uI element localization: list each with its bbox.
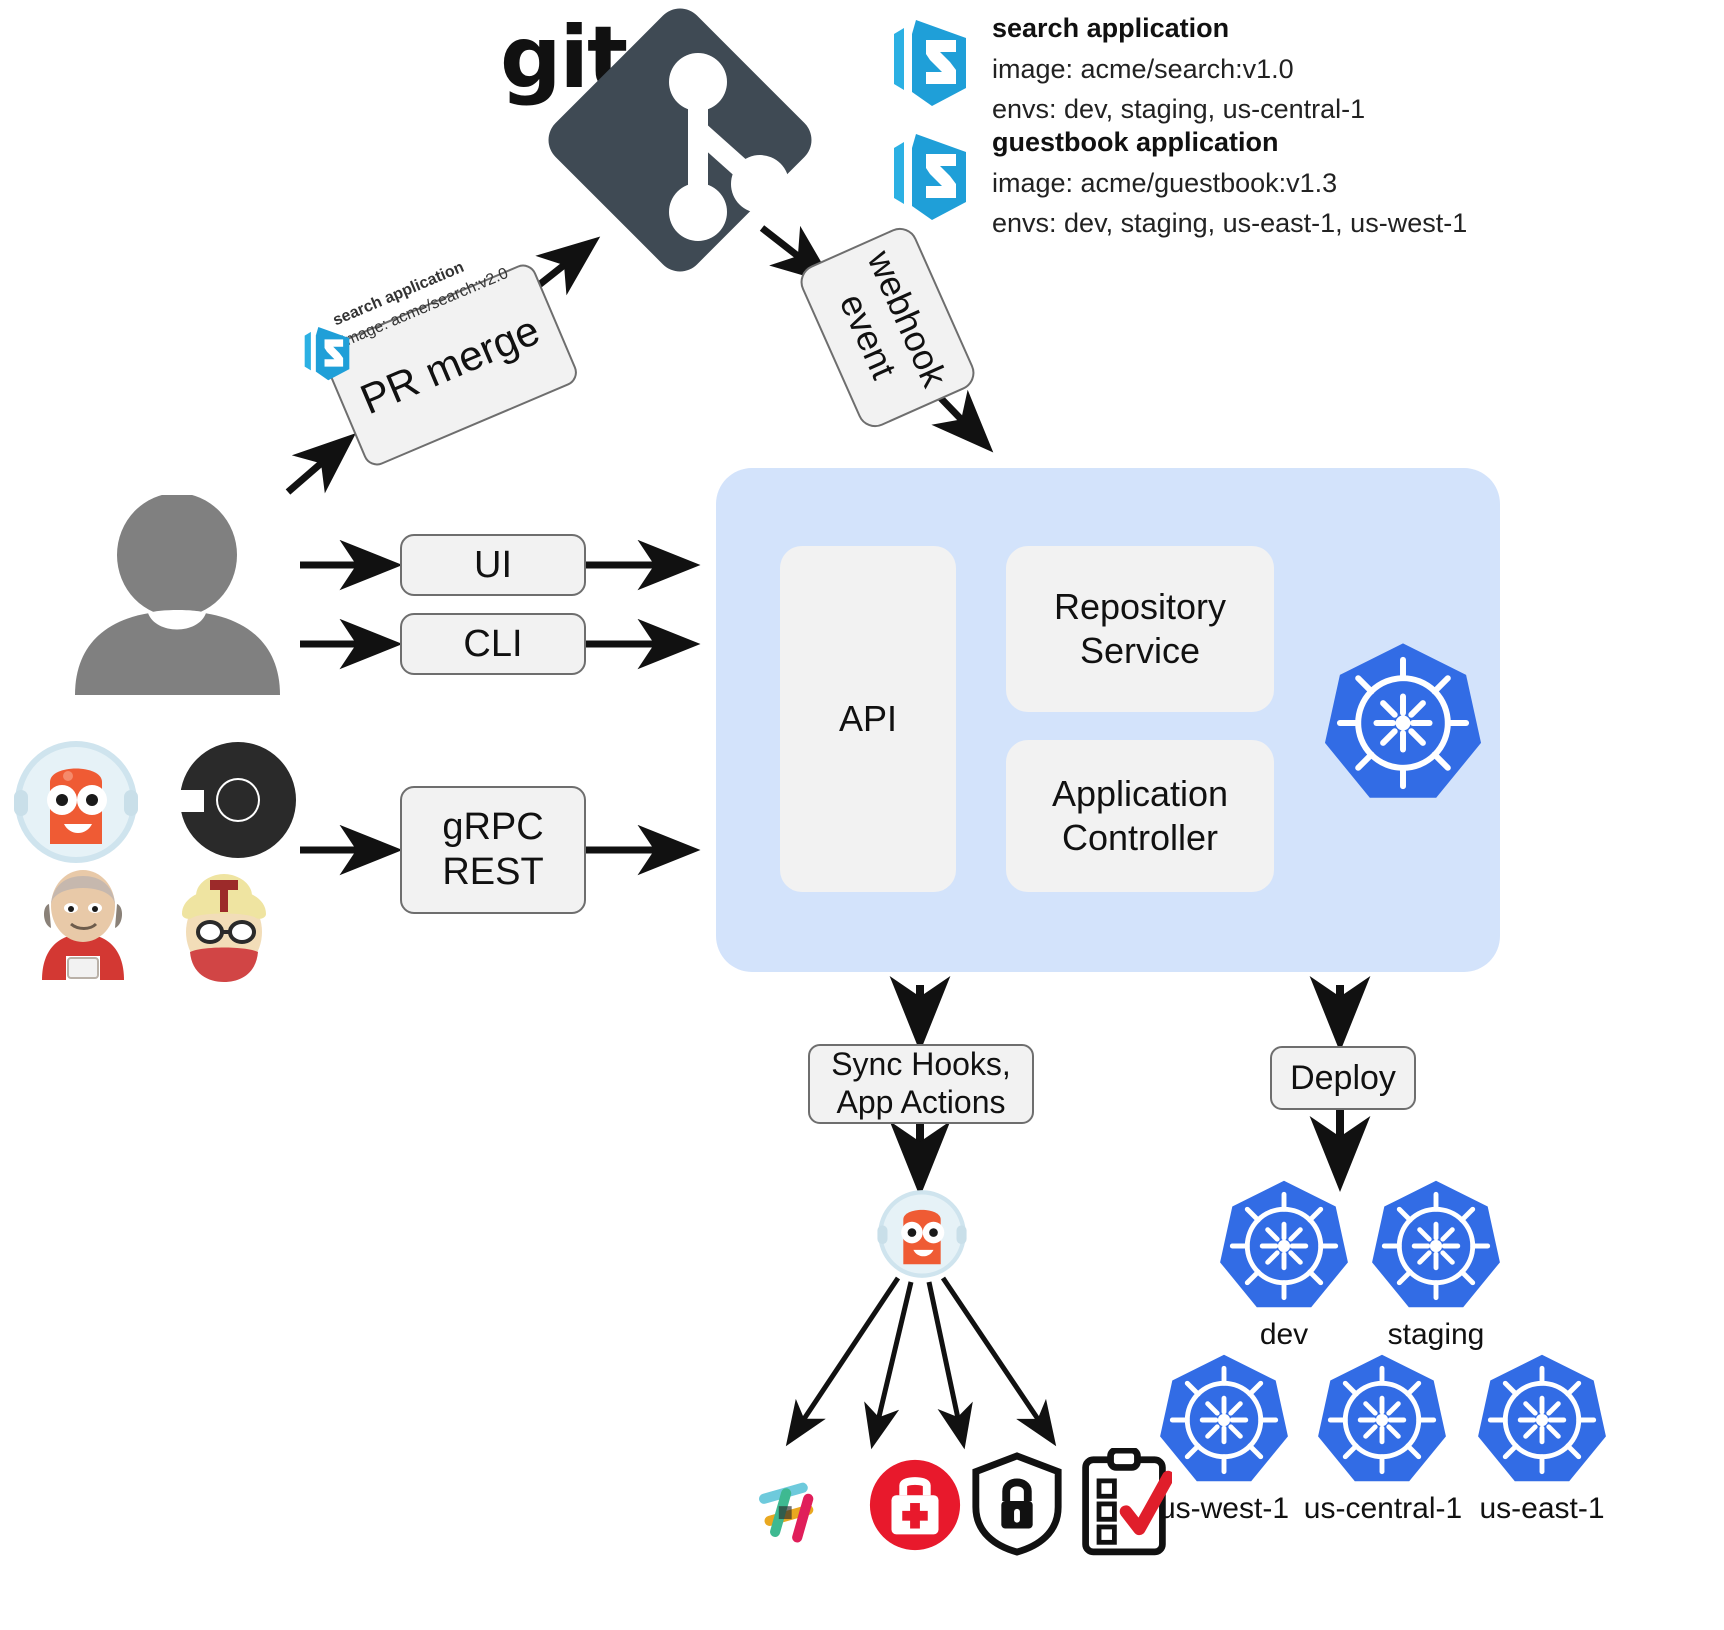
cluster-label-us-central-1: us-central-1 (1303, 1492, 1463, 1525)
sync-hooks-line2: App Actions (836, 1084, 1006, 1120)
repository-service-line1: Repository (1053, 586, 1227, 628)
application-controller-line1: Application (1051, 773, 1229, 815)
application-controller-node[interactable]: Application Controller (1006, 740, 1274, 892)
kubernetes-cluster-icon (1318, 1354, 1446, 1482)
grpc-label: gRPC (442, 806, 544, 849)
travisci-icon (182, 874, 266, 982)
app-legend-guestbook-envs: envs: dev, staging, us-east-1, us-west-1 (992, 208, 1468, 238)
slack-icon (759, 1482, 814, 1543)
cluster-label-staging: staging (1387, 1318, 1485, 1351)
cluster-label-dev: dev (1259, 1318, 1309, 1351)
cluster-label-us-west-1: us-west-1 (1158, 1492, 1290, 1525)
app-legend-search-image: image: acme/search:v1.0 (992, 53, 1294, 84)
sync-hooks-node[interactable]: Sync Hooks, App Actions (808, 1044, 1034, 1124)
kubernetes-cluster-icon (1372, 1180, 1500, 1308)
grpc-rest-node[interactable]: gRPC REST (400, 786, 586, 914)
deploy-node[interactable]: Deploy (1270, 1046, 1416, 1110)
repository-service-node[interactable]: Repository Service (1006, 546, 1274, 712)
ui-node[interactable]: UI (400, 534, 586, 596)
git-logo-icon (548, 8, 812, 272)
app-legend-guestbook-image: image: acme/guestbook:v1.3 (992, 167, 1338, 198)
app-legend-search-name: search application (992, 13, 1230, 43)
repository-service-line2: Service (1079, 630, 1201, 671)
circleci-icon (178, 742, 296, 858)
application-controller-line2: Controller (1061, 817, 1219, 858)
sync-hooks-line1: Sync Hooks, (831, 1046, 1011, 1083)
app-legend-search: search application image: acme/search:v1… (880, 8, 1365, 130)
cluster-label-us-east-1: us-east-1 (1479, 1492, 1605, 1525)
argo-cd-app-icon (304, 326, 350, 381)
pagerduty-icon (869, 1459, 961, 1551)
security-shield-icon (972, 1452, 1062, 1556)
argo-cd-app-icon (894, 20, 966, 106)
kubernetes-cluster-icon (1220, 1180, 1348, 1308)
kubernetes-icon (1324, 643, 1482, 798)
kubernetes-cluster-icon (1478, 1354, 1606, 1482)
argo-icon (14, 741, 138, 863)
argo-icon (877, 1190, 967, 1278)
api-node[interactable]: API (780, 546, 956, 892)
rest-label: REST (442, 851, 544, 893)
jenkins-icon (42, 870, 124, 980)
app-legend-guestbook: guestbook application image: acme/guestb… (880, 122, 1467, 244)
kubernetes-cluster-icon (1160, 1354, 1288, 1482)
audit-checklist-icon (1082, 1448, 1172, 1556)
argo-cd-app-icon (894, 134, 966, 220)
app-legend-search-envs: envs: dev, staging, us-central-1 (992, 94, 1366, 124)
user-person-icon (75, 495, 280, 695)
app-legend-guestbook-name: guestbook application (992, 127, 1279, 157)
cli-node[interactable]: CLI (400, 613, 586, 675)
